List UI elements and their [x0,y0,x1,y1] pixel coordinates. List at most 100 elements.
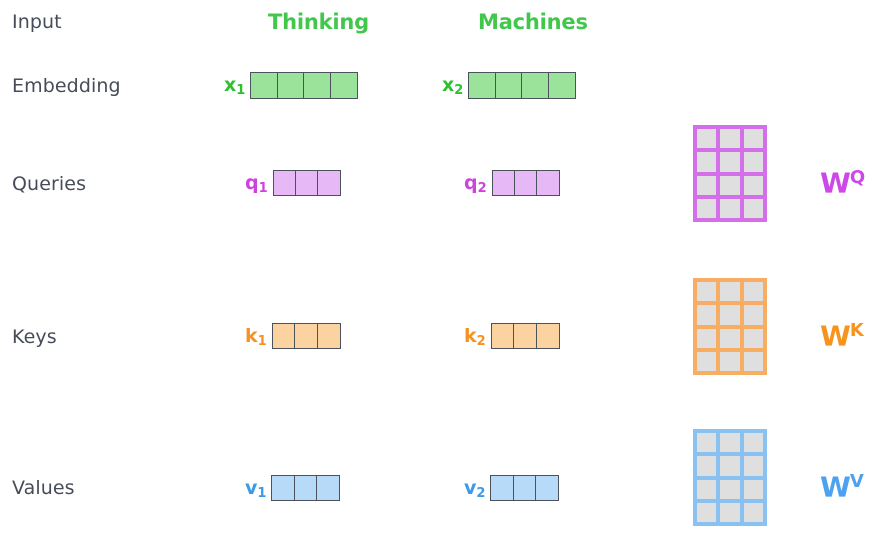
matrix-cell [697,502,717,522]
vector-cell [316,475,341,501]
matrix-symbol: W [820,166,851,200]
matrix-cell [697,282,717,302]
vector-cell [316,323,341,349]
vector-cell [547,72,576,99]
vector-cell [535,475,560,501]
vector-subscript: 2 [476,485,486,501]
row-label-keys: Keys [12,326,57,348]
vector-cell [317,170,342,196]
vector-cells-k1 [271,323,341,349]
matrix-cell [720,175,740,195]
vector-subscript: 1 [257,485,267,501]
vector-cell [276,72,305,99]
vector-q1: q1 [245,170,342,196]
matrix-cell [743,129,763,149]
matrix-superscript: V [849,471,864,492]
matrix-cell [697,433,717,453]
matrix-cell [720,152,740,172]
matrix-cell [697,479,717,499]
matrix-cell [743,152,763,172]
vector-label-k2: k2 [464,324,486,349]
matrix-cell [697,456,717,476]
matrix-cell [743,282,763,302]
vector-k1: k1 [245,323,341,349]
vector-label-v1: v1 [245,476,267,501]
vector-cells-q1 [272,170,342,196]
vector-cell [494,72,523,99]
vector-subscript: 2 [476,333,486,349]
vector-cell [521,72,550,99]
vector-cells-k2 [490,323,560,349]
vector-cell [271,323,296,349]
vector-subscript: 1 [258,180,268,196]
vector-cell [514,170,539,196]
matrix-symbol: W [820,470,851,504]
vector-cell [294,323,319,349]
matrix-cell [743,351,763,371]
row-label-input: Input [12,11,62,33]
vector-label-x1: x1 [224,76,246,98]
weight-matrix-wq [693,125,767,222]
vector-cell [490,323,515,349]
vector-symbol: v [245,476,258,499]
vector-symbol: q [245,171,259,194]
row-label-embedding: Embedding [12,75,121,97]
matrix-symbol: W [820,319,851,353]
matrix-cell [743,328,763,348]
vector-symbol: k [245,324,258,347]
vector-cell [303,72,332,99]
matrix-cell [697,129,717,149]
vector-cell [490,475,515,501]
matrix-cell [743,433,763,453]
vector-x1: x1 [224,72,358,99]
vector-label-k1: k1 [245,324,267,349]
vector-cell [250,72,279,99]
row-label-values: Values [12,477,75,499]
vector-cell [491,170,516,196]
column-header-machines: Machines [478,10,588,34]
vector-cell [536,170,561,196]
vector-label-x2: x2 [442,74,464,98]
matrix-superscript: Q [849,167,866,188]
vector-cells-x2 [468,72,576,99]
vector-symbol: q [464,171,478,194]
weight-matrix-wv [693,429,767,526]
vector-cell [293,475,318,501]
vector-cell [513,323,538,349]
matrix-cell [720,502,740,522]
vector-subscript: 1 [236,83,246,98]
matrix-cell [743,198,763,218]
matrix-cell [743,305,763,325]
vector-k2: k2 [464,323,560,349]
vector-cell [295,170,320,196]
vector-x2: x2 [442,72,576,99]
matrix-cell [697,351,717,371]
matrix-cell [720,351,740,371]
weight-matrix-label-wq: WQ [820,168,866,197]
vector-cell [512,475,537,501]
matrix-cell [697,175,717,195]
row-label-queries: Queries [12,173,87,195]
vector-cells-x1 [250,72,358,99]
matrix-superscript: K [849,320,864,341]
weight-matrix-label-wv: WV [820,472,865,501]
matrix-cell [720,129,740,149]
matrix-cell [743,479,763,499]
vector-cells-q2 [491,170,561,196]
vector-subscript: 2 [477,180,487,196]
matrix-cell [743,502,763,522]
vector-cells-v2 [490,475,560,501]
vector-subscript: 2 [454,83,464,98]
vector-v2: v2 [464,475,560,501]
vector-symbol: x [442,74,455,96]
weight-matrix-wk [693,278,767,375]
matrix-cell [720,305,740,325]
vector-cell [272,170,297,196]
vector-symbol: k [464,324,477,347]
matrix-cell [720,282,740,302]
matrix-cell [697,198,717,218]
vector-cell [468,72,497,99]
vector-subscript: 1 [257,333,267,349]
matrix-cell [697,328,717,348]
